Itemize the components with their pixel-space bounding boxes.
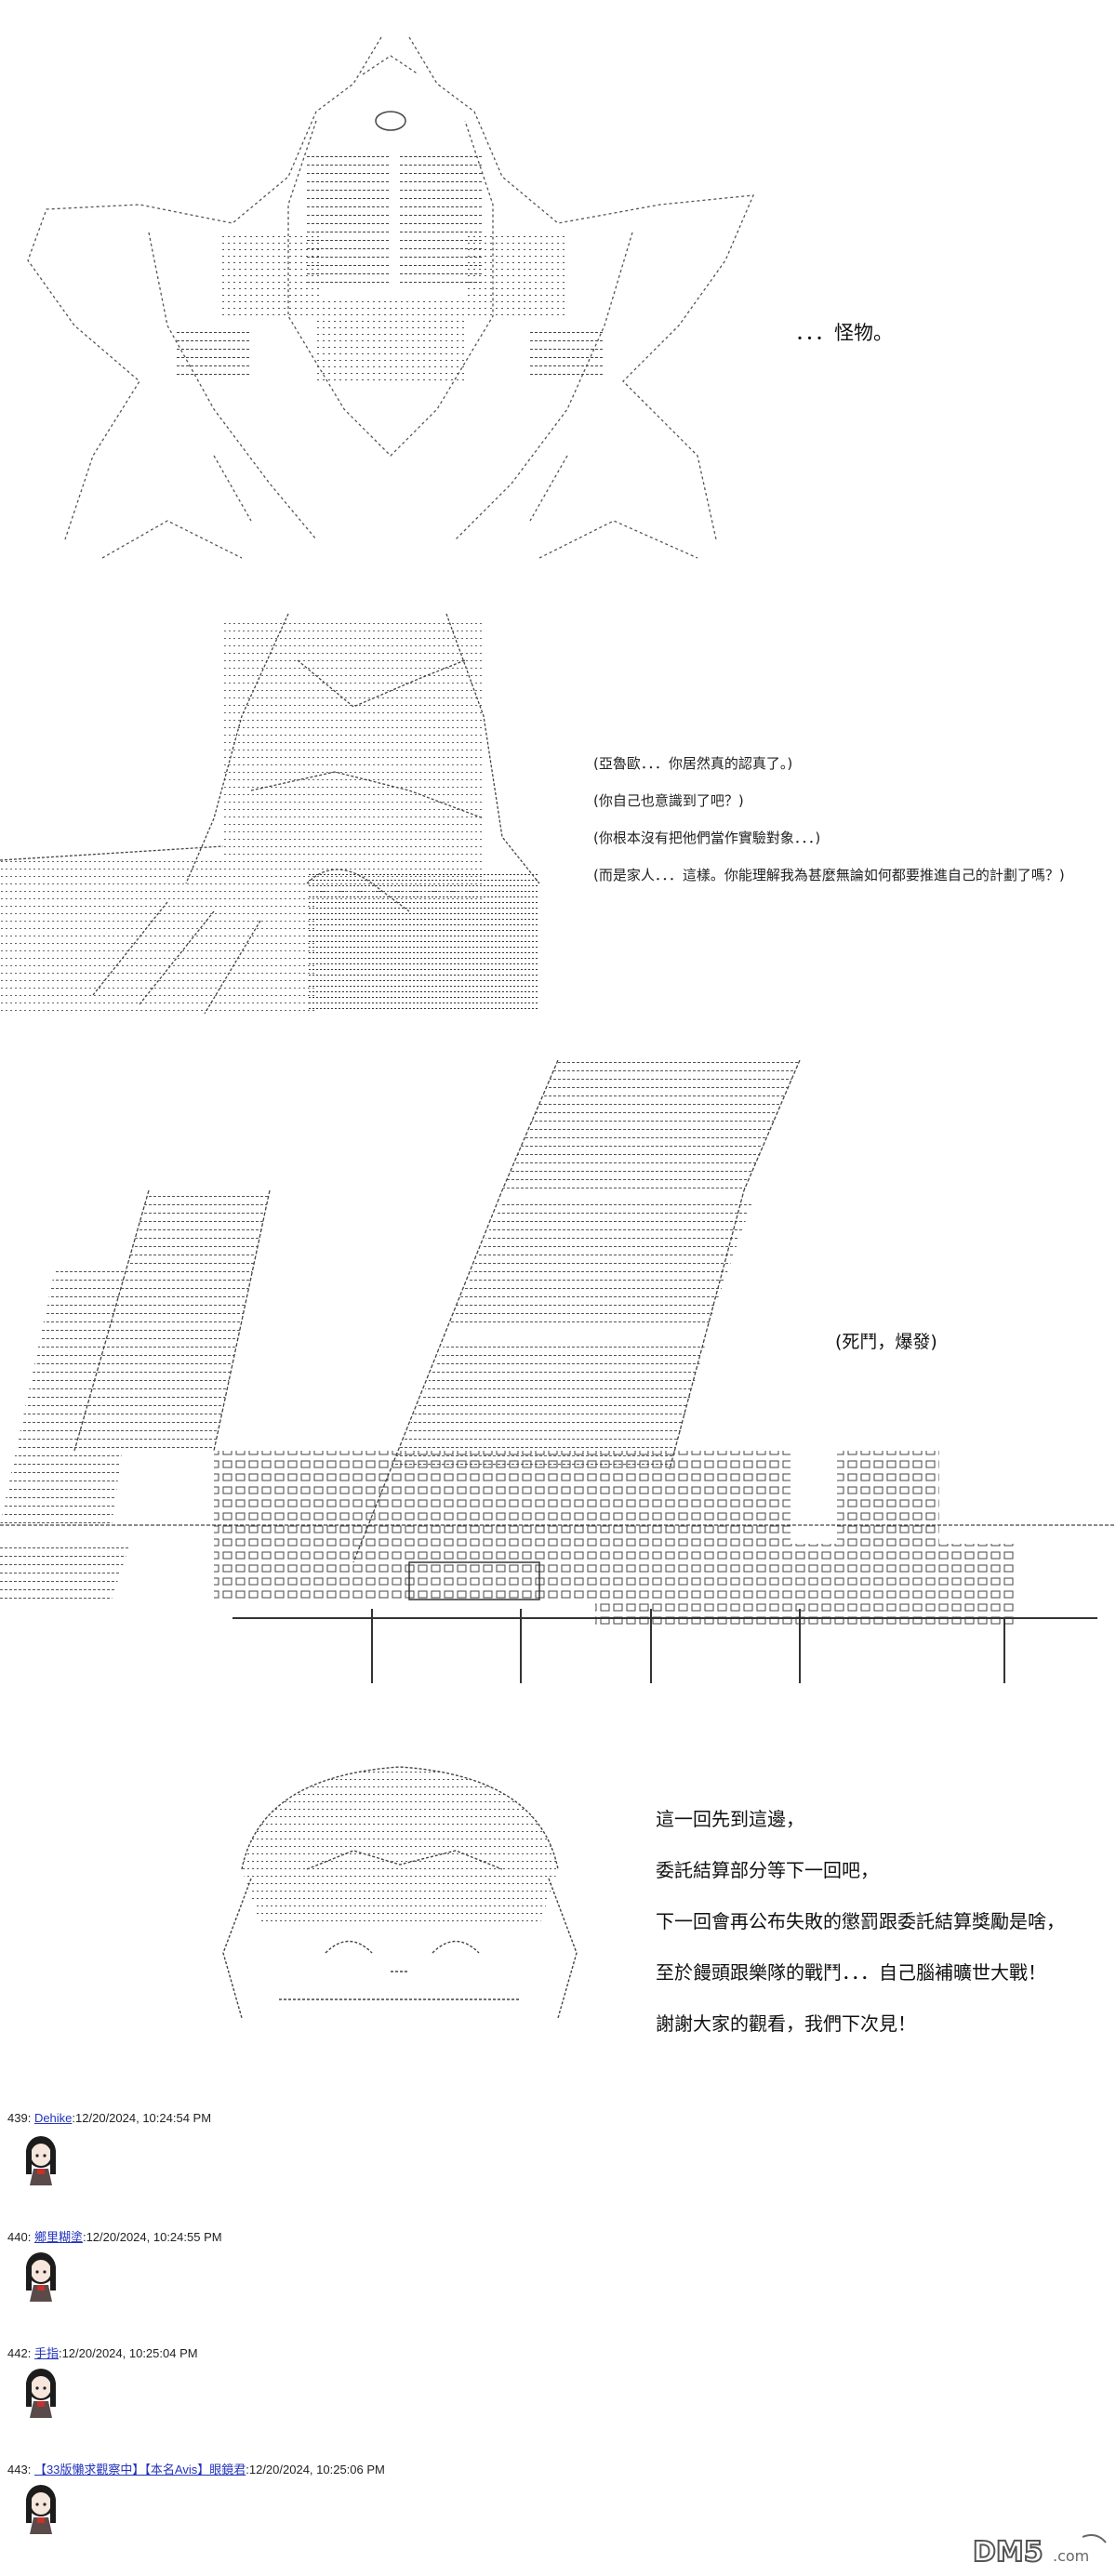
comment-item: 439: Dehike:12/20/2024, 10:24:54 PM bbox=[0, 2111, 1116, 2227]
ascii-art-city-skyscrapers bbox=[0, 1042, 1116, 1693]
comment-meta: 440: 鄉里糊塗:12/20/2024, 10:24:55 PM bbox=[7, 2230, 222, 2244]
thought-line: (而是家人．．．這樣。你能理解我為甚麼無論如何都要推進自己的計劃了嗎？) bbox=[593, 867, 1065, 883]
monster-caption: ．．．怪物。 bbox=[795, 322, 893, 344]
avatar-icon bbox=[26, 2485, 56, 2534]
thought-line: (亞魯歐．．．你居然真的認真了。) bbox=[593, 755, 793, 772]
avatar-icon bbox=[26, 2252, 56, 2302]
thought-lines: (亞魯歐．．．你居然真的認真了。) (你自己也意識到了吧？) (你根本沒有把他們… bbox=[593, 753, 1065, 902]
comment-author-link[interactable]: 手指 bbox=[33, 2346, 59, 2360]
comment-timestamp: 12/20/2024, 10:24:55 PM bbox=[86, 2230, 222, 2244]
avatar-icon bbox=[26, 2369, 56, 2418]
ascii-art-monster bbox=[9, 19, 772, 586]
comment-author-link[interactable]: Dehike bbox=[33, 2111, 73, 2125]
comment-timestamp: 12/20/2024, 10:25:04 PM bbox=[61, 2346, 198, 2360]
ending-line: 至於饅頭跟樂隊的戰鬥．．．自己腦補曠世大戰！ bbox=[656, 1961, 1046, 1984]
comment-timestamp: 12/20/2024, 10:24:54 PM bbox=[75, 2111, 212, 2125]
dm5-watermark-logo: DM5 .com bbox=[972, 2534, 1107, 2569]
comment-item: 442: 手指:12/20/2024, 10:25:04 PM bbox=[0, 2344, 1116, 2460]
comment-meta: 442: 手指:12/20/2024, 10:25:04 PM bbox=[7, 2346, 198, 2360]
city-caption: (死鬥，爆發) bbox=[835, 1332, 937, 1352]
comment-number: 440 bbox=[7, 2230, 28, 2244]
ascii-art-sleeping-character bbox=[186, 1739, 614, 2027]
ending-line: 下一回會再公布失敗的懲罰跟委託結算獎勵是啥， bbox=[656, 1910, 1065, 1932]
comment-author-link[interactable]: 鄉里糊塗 bbox=[33, 2230, 83, 2244]
thought-line: (你自己也意識到了吧？) bbox=[593, 792, 744, 809]
comment-number: 443 bbox=[7, 2463, 28, 2476]
comment-meta: 443: 【33版懶求觀察中】【本名Avis】眼鏡君:12/20/2024, 1… bbox=[7, 2463, 385, 2476]
ending-line: 這一回先到這邊， bbox=[656, 1808, 804, 1830]
comment-item: 440: 鄉里糊塗:12/20/2024, 10:24:55 PM bbox=[0, 2227, 1116, 2344]
avatar-icon bbox=[26, 2136, 56, 2185]
ending-text: 這一回先到這邊， 委託結算部分等下一回吧， 下一回會再公布失敗的懲罰跟委託結算獎… bbox=[656, 1804, 1065, 2060]
ending-line: 謝謝大家的觀看，我們下次見！ bbox=[656, 2012, 916, 2035]
ascii-art-girl-landscape bbox=[0, 604, 558, 1014]
thought-line: (你根本沒有把他們當作實驗對象．．．) bbox=[593, 830, 821, 846]
comment-item: 443: 【33版懶求觀察中】【本名Avis】眼鏡君:12/20/2024, 1… bbox=[0, 2460, 1116, 2576]
comment-number: 439 bbox=[7, 2111, 28, 2125]
ending-line: 委託結算部分等下一回吧， bbox=[656, 1859, 879, 1881]
comment-meta: 439: Dehike:12/20/2024, 10:24:54 PM bbox=[7, 2111, 212, 2125]
comment-author-link[interactable]: 【33版懶求觀察中】【本名Avis】眼鏡君 bbox=[33, 2463, 246, 2476]
svg-text:DM5: DM5 bbox=[973, 2536, 1043, 2569]
comment-timestamp: 12/20/2024, 10:25:06 PM bbox=[248, 2463, 385, 2476]
svg-text:.com: .com bbox=[1053, 2547, 1089, 2565]
comment-list: 439: Dehike:12/20/2024, 10:24:54 PM 440:… bbox=[0, 2111, 1116, 2576]
comment-number: 442 bbox=[7, 2346, 28, 2360]
